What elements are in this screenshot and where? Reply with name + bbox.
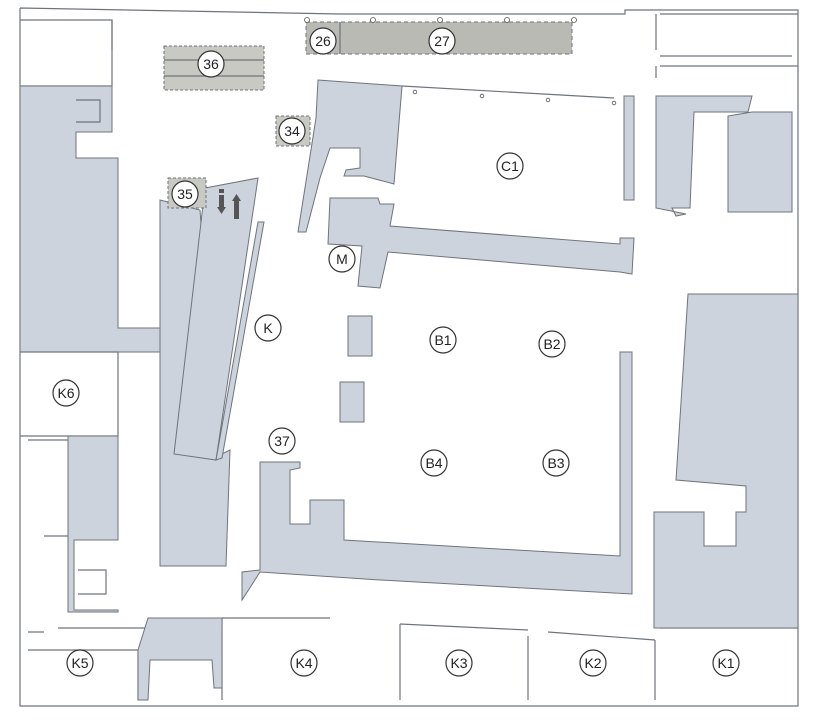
- marker-c1[interactable]: C1: [496, 152, 524, 180]
- svg-text:34: 34: [284, 123, 300, 139]
- bottom-room-walls: [28, 618, 656, 700]
- svg-text:36: 36: [203, 56, 219, 72]
- venue-outer-wall: [19, 7, 799, 707]
- ramp-side: [215, 221, 265, 461]
- pole-dot: [545, 97, 551, 103]
- marker-b4[interactable]: B4: [420, 449, 448, 477]
- svg-text:B1: B1: [434, 332, 451, 348]
- pole-dot: [412, 89, 418, 95]
- pole-dot: [304, 17, 310, 23]
- right-building: [653, 293, 799, 629]
- top-right-building-2: [727, 111, 793, 213]
- svg-text:K: K: [263, 320, 273, 336]
- svg-text:B2: B2: [543, 336, 560, 352]
- svg-text:26: 26: [315, 33, 331, 49]
- top-right-rooms: [655, 13, 798, 78]
- marker-27[interactable]: 27: [428, 27, 456, 55]
- svg-text:K4: K4: [295, 655, 312, 671]
- marker-k6[interactable]: K6: [52, 379, 80, 407]
- svg-text:B3: B3: [547, 455, 564, 471]
- svg-text:K3: K3: [450, 655, 467, 671]
- pole-dot: [504, 17, 510, 23]
- marker-b2[interactable]: B2: [538, 330, 566, 358]
- pole-dot: [571, 17, 577, 23]
- marker-k2[interactable]: K2: [579, 649, 607, 677]
- pole-dot: [479, 93, 485, 99]
- svg-text:37: 37: [274, 433, 290, 449]
- room-top-left: [20, 19, 113, 87]
- bottom-wall-line: [28, 617, 798, 641]
- escalator-arrows-icon: [217, 189, 241, 219]
- marker-m[interactable]: M: [328, 245, 356, 273]
- svg-text:M: M: [336, 251, 348, 267]
- marker-37[interactable]: 37: [268, 427, 296, 455]
- svg-text:K6: K6: [57, 385, 74, 401]
- column-block-1: [347, 315, 373, 357]
- left-notch: [76, 99, 101, 123]
- marker-k3[interactable]: K3: [445, 649, 473, 677]
- marker-34[interactable]: 34: [278, 117, 306, 145]
- lower-left-building: [67, 435, 119, 613]
- lower-center-building: [241, 351, 633, 602]
- left-building: [19, 85, 161, 353]
- svg-text:K2: K2: [584, 655, 601, 671]
- c1-top-wall: [401, 85, 615, 99]
- c1-right-column: [623, 95, 635, 201]
- marker-k5[interactable]: K5: [66, 649, 94, 677]
- marker-k[interactable]: K: [254, 314, 282, 342]
- pole-dot: [370, 17, 376, 23]
- marker-b3[interactable]: B3: [542, 449, 570, 477]
- svg-text:27: 27: [434, 33, 450, 49]
- top-right-building: [655, 95, 753, 217]
- marker-36[interactable]: 36: [197, 50, 225, 78]
- svg-text:K5: K5: [71, 655, 88, 671]
- svg-text:B4: B4: [425, 455, 442, 471]
- column-block-2: [339, 381, 365, 423]
- marker-k1[interactable]: K1: [712, 649, 740, 677]
- svg-text:35: 35: [177, 186, 193, 202]
- pole-dot: [611, 100, 617, 106]
- c1-building: [297, 79, 403, 233]
- marker-35[interactable]: 35: [171, 180, 199, 208]
- pole-dot: [437, 17, 443, 23]
- marker-26[interactable]: 26: [309, 27, 337, 55]
- svg-text:C1: C1: [501, 158, 519, 174]
- marker-b1[interactable]: B1: [429, 326, 457, 354]
- entrance-block: [137, 617, 223, 701]
- lower-left-notch: [78, 569, 107, 595]
- marker-k4[interactable]: K4: [290, 649, 318, 677]
- m-corridor: [327, 197, 635, 289]
- svg-text:K1: K1: [717, 655, 734, 671]
